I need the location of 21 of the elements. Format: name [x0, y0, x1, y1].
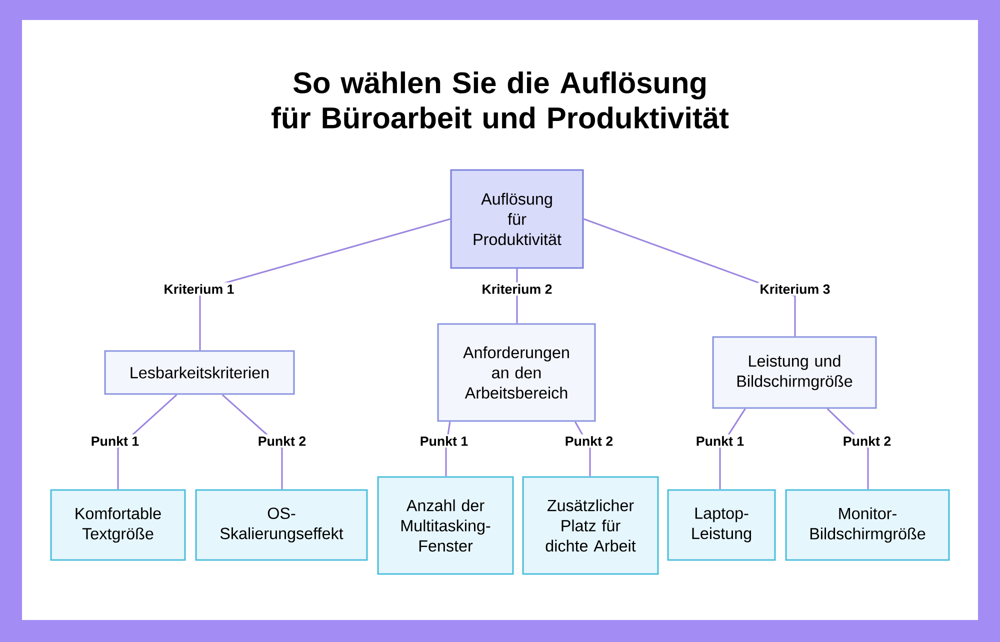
- edge-label: Kriterium 2: [480, 282, 554, 296]
- edge-label: Punkt 1: [418, 434, 470, 448]
- edge-label: Kriterium 1: [162, 282, 236, 296]
- category-box: Anforderungen an den Arbeitsbereich: [437, 323, 596, 422]
- edge-label: Punkt 1: [694, 434, 746, 448]
- edge-label: Punkt 2: [256, 434, 308, 448]
- title: So wählen Sie die Auflösung für Büroarbeit und Produktivität: [272, 71, 729, 129]
- item-box: Zusätzlicher Platz für dichte Arbeit: [522, 476, 659, 575]
- root-box: Auflösung für Produktivität: [450, 169, 584, 269]
- category-box: Leistung und Bildschirmgröße: [712, 336, 877, 409]
- item-box: Anzahl der Multitasking-Fenster: [377, 476, 514, 575]
- item-box: Monitor-Bildschirmgröße: [785, 489, 950, 561]
- edge-label: Kriterium 3: [758, 282, 832, 296]
- item-box: Komfortable Textgröße: [50, 489, 186, 561]
- connector-line: [199, 218, 450, 350]
- edge-label: Punkt 1: [89, 434, 141, 448]
- item-box: Laptop-Leistung: [667, 489, 776, 561]
- edge-label: Punkt 2: [563, 434, 615, 448]
- category-box: Lesbarkeitskriterien: [104, 350, 295, 395]
- item-box: OS-Skalierungseffekt: [195, 489, 368, 561]
- edge-label: Punkt 2: [841, 434, 893, 448]
